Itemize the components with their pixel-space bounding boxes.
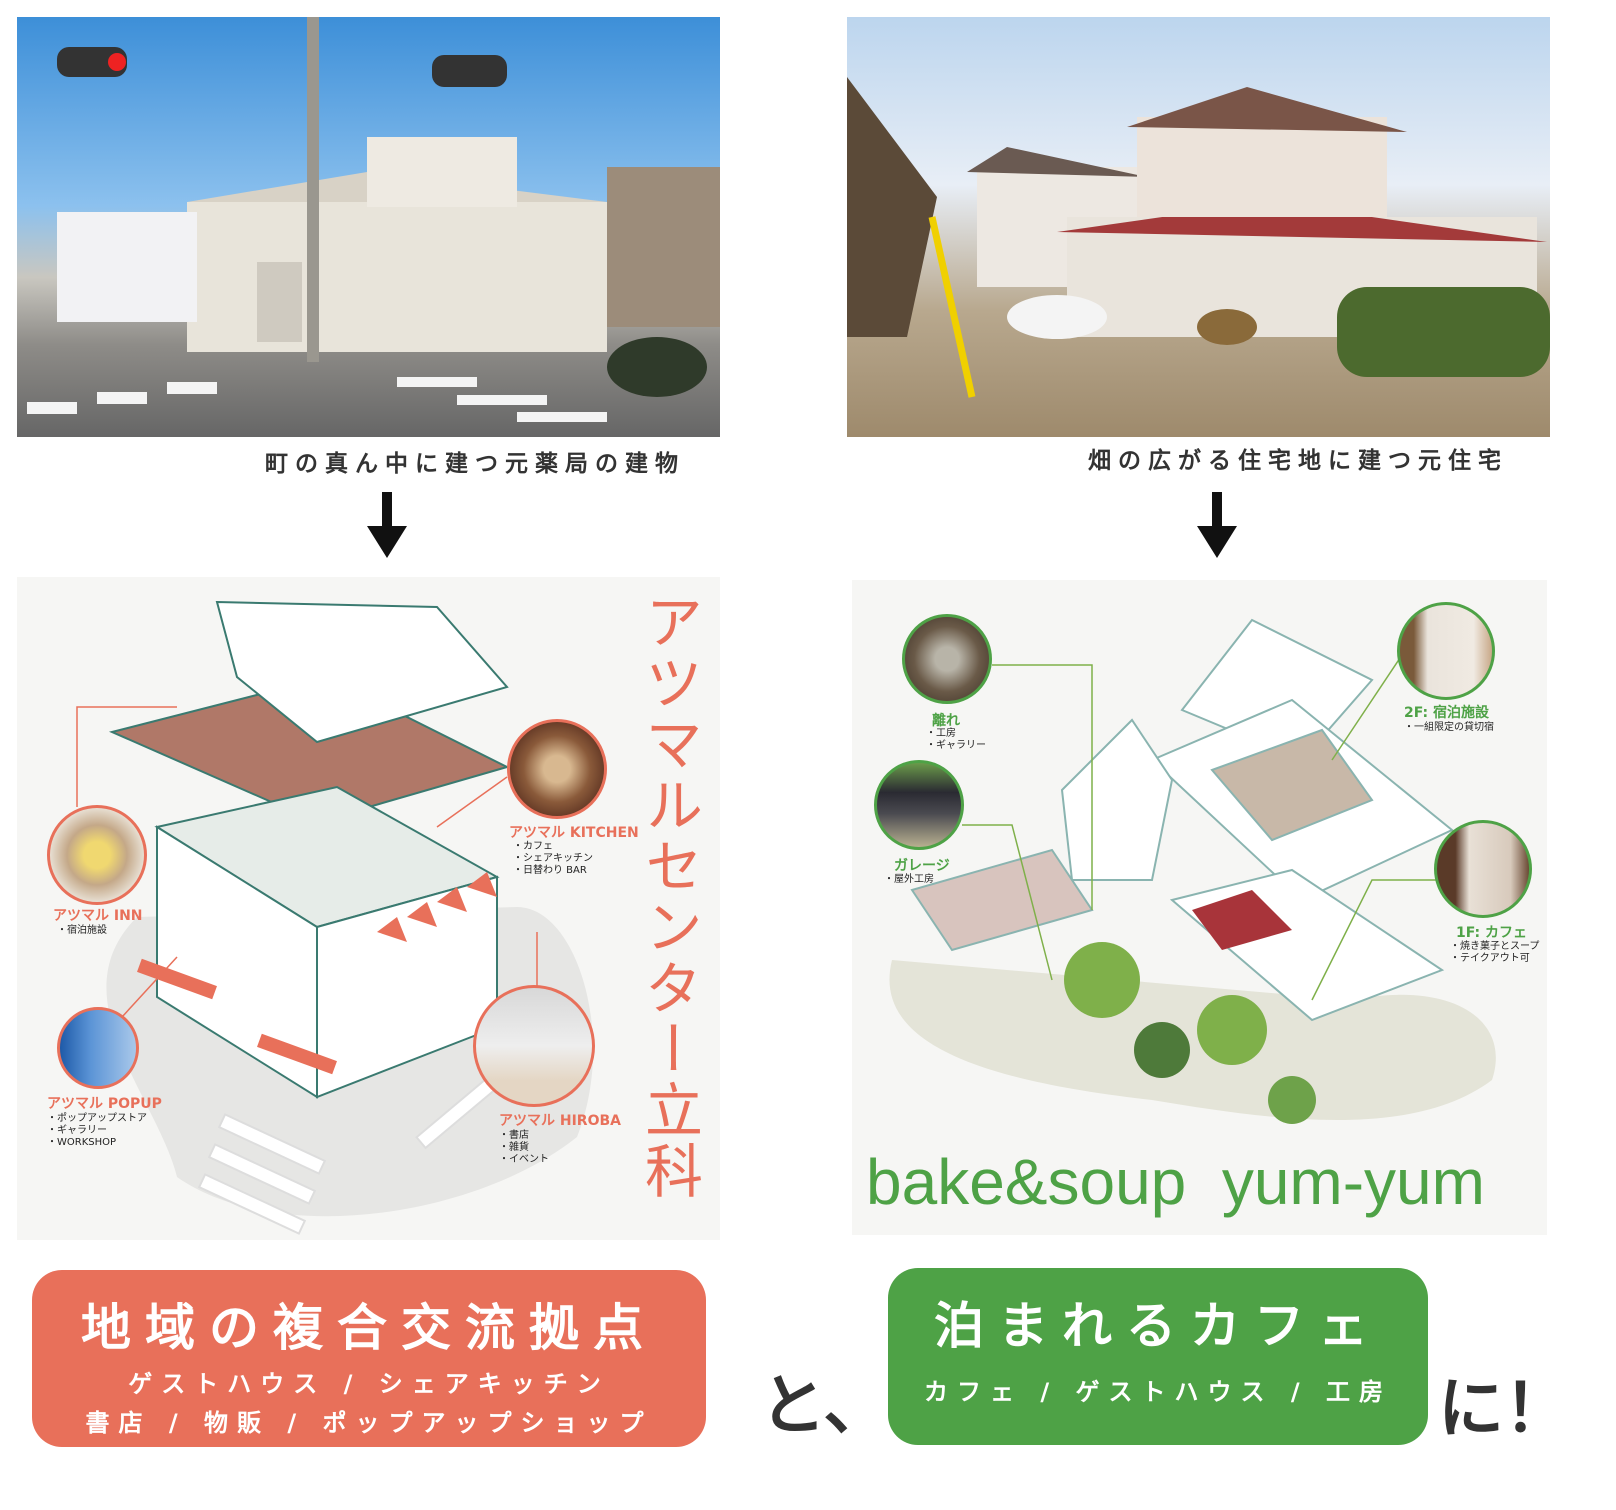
2f-lodging-photo [1397,602,1495,700]
garage-items: ・屋外工房 [884,874,934,885]
pharmacy-building-photo [17,17,720,437]
house-cutaway-drawing [889,618,1496,1124]
hiroba-label: アツマル HIROBA [499,1113,621,1129]
hanare-label: 離れ [932,713,960,729]
popup-label: アツマル POPUP [47,1096,162,1112]
ending-text: に！ [1438,1370,1570,1447]
hanare-items: ・工房・ギャラリー [926,728,986,751]
hiroba-items: ・書店・雑貨・イベント [499,1130,549,1165]
atsumaru-center-title: アツマルセンター立科 [635,592,703,1202]
kitchen-items: ・カフェ・シェアキッチン・日替わり BAR [513,841,593,876]
hanare-photo [902,614,992,704]
right-sub-line1: カフェ / ゲストハウス / 工房 [924,1378,1392,1406]
popup-photo [57,1007,139,1089]
garage-photo [874,760,964,850]
house-illustration [847,77,1550,398]
left-headline: 地域の複合交流拠点 [81,1299,657,1357]
popup-items: ・ポップアップストア・ギャラリー・WORKSHOP [47,1113,147,1148]
left-photo-caption: 町の真ん中に建つ元薬局の建物 [265,451,685,477]
1f-cafe-photo [1434,820,1532,918]
garage-label: ガレージ [894,858,950,874]
right-summary-box: 泊まれるカフェ カフェ / ゲストハウス / 工房 [888,1268,1428,1445]
2f-lodging-label: 2F: 宿泊施設 [1404,705,1490,721]
kitchen-label: アツマル KITCHEN [509,825,639,841]
right-photo-caption: 畑の広がる住宅地に建つ元住宅 [1088,448,1508,474]
yumyum-illustration: 離れ ・工房・ギャラリー ガレージ ・屋外工房 2F: 宿泊施設 ・一組限定の貸… [852,580,1547,1235]
left-sub-line2: 書店 / 物販 / ポップアップショップ [85,1409,653,1437]
joiner-text: と、 [760,1367,890,1444]
down-arrow-icon [367,492,407,558]
inn-label: アツマル INN [53,908,143,924]
right-headline: 泊まれるカフェ [934,1297,1382,1355]
inn-items: ・宿泊施設 [57,925,107,936]
atsumaru-center-illustration: アツマル INN ・宿泊施設 アツマル KITCHEN ・カフェ・シェアキッチン… [17,577,720,1240]
left-summary-box: 地域の複合交流拠点 ゲストハウス / シェアキッチン 書店 / 物販 / ポップ… [32,1270,706,1447]
2f-lodging-items: ・一組限定の貸切宿 [1404,722,1494,733]
former-house-photo [847,17,1550,437]
hiroba-photo [473,985,595,1107]
yumyum-title: bake&soup yum-yum [866,1146,1485,1218]
inn-photo [47,805,147,905]
1f-cafe-label: 1F: カフェ [1456,925,1528,941]
kitchen-photo [507,719,607,819]
building-cutaway-drawing [76,600,594,1235]
left-sub-line1: ゲストハウス / シェアキッチン [128,1370,610,1398]
pharmacy-building-illustration [27,17,720,422]
1f-cafe-items: ・焼き菓子とスープ・テイクアウト可 [1450,941,1540,964]
down-arrow-icon [1197,492,1237,558]
